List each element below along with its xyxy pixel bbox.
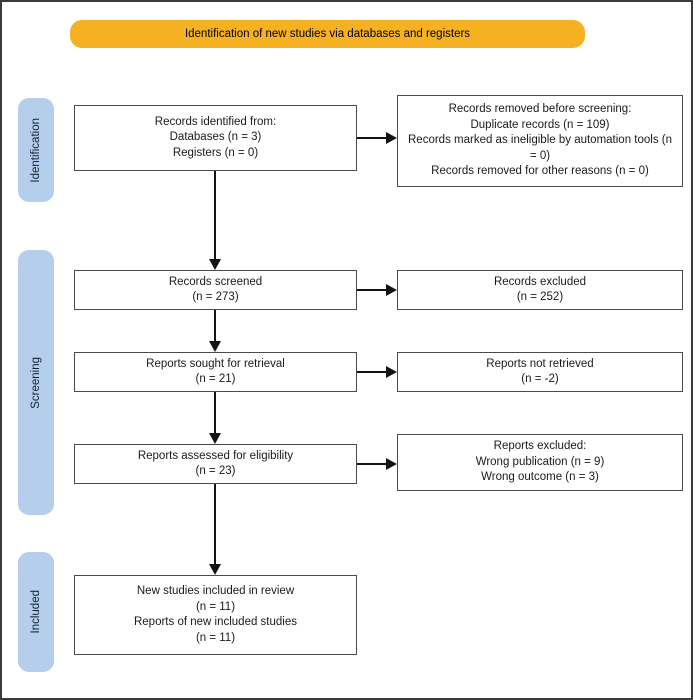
box-text-line: (n = 273) <box>192 291 239 303</box>
arrow-screened-to-excluded <box>357 284 397 296</box>
arrow-sought-to-assessed <box>209 392 221 444</box>
arrow-sought-to-not-retrieved <box>357 366 397 378</box>
box-text-line: Records identified from: <box>154 115 277 128</box>
box-text-line: Records screened <box>168 275 263 288</box>
box-records-removed: Records removed before screening: Duplic… <box>397 95 683 187</box>
stage-label-identification: Identification <box>18 98 54 202</box>
box-records-identified: Records identified from: Databases (n = … <box>74 105 357 171</box>
box-text-line: Reports excluded: <box>493 440 587 453</box>
box-text-line: Wrong outcome (n = 3) <box>481 471 599 484</box>
box-text-line: (n = 11) <box>195 600 236 613</box>
box-text-line: Duplicate records (n = 109) <box>470 118 610 131</box>
box-included-studies: New studies included in review (n = 11) … <box>74 575 357 655</box>
box-text-line: Records removed for other reasons (n = 0… <box>431 165 649 178</box>
box-text-line: New studies included in review <box>136 585 295 597</box>
header-banner-label: Identification of new studies via databa… <box>184 28 471 40</box>
stage-label-screening: Screening <box>18 250 54 515</box>
arrow-identified-to-removed <box>357 132 397 144</box>
box-text-line: Databases (n = 3) <box>169 131 262 144</box>
box-text-line: Registers (n = 0) <box>172 146 259 159</box>
box-text-line: (n = -2) <box>521 373 559 385</box>
arrow-assessed-to-included <box>209 484 221 575</box>
stage-label-identification-text: Identification <box>30 117 42 183</box>
box-records-screened: Records screened (n = 273) <box>74 270 357 310</box>
box-text-line: (n = 23) <box>195 465 236 477</box>
box-text-line: (n = 252) <box>516 291 564 303</box>
arrow-assessed-to-excluded <box>357 458 397 470</box>
stage-label-screening-text: Screening <box>30 356 42 409</box>
box-records-excluded: Records excluded (n = 252) <box>397 270 683 310</box>
header-banner: Identification of new studies via databa… <box>70 20 585 48</box>
box-text-line: Reports of new included studies <box>133 616 297 628</box>
box-reports-sought: Reports sought for retrieval (n = 21) <box>74 352 357 392</box>
stage-label-included-text: Included <box>30 590 42 634</box>
box-text-line: Wrong publication (n = 9) <box>475 455 605 468</box>
box-text-line: Records excluded <box>493 275 587 288</box>
box-text-line: Records marked as ineligible by automati… <box>408 134 672 162</box>
stage-label-included: Included <box>18 552 54 672</box>
box-text-line: Records removed before screening: <box>448 103 632 116</box>
box-reports-excluded: Reports excluded: Wrong publication (n =… <box>397 434 683 491</box>
arrow-screened-to-sought <box>209 310 221 352</box>
box-text-line: Reports sought for retrieval <box>146 357 285 370</box>
arrow-identified-to-screened <box>209 171 221 270</box>
box-reports-assessed: Reports assessed for eligibility (n = 23… <box>74 444 357 484</box>
box-reports-not-retrieved: Reports not retrieved (n = -2) <box>397 352 683 392</box>
box-text-line: (n = 11) <box>195 631 236 644</box>
box-text-line: Reports assessed for eligibility <box>137 449 294 462</box>
box-text-line: Reports not retrieved <box>486 357 594 370</box>
box-text-line: (n = 21) <box>195 373 236 385</box>
